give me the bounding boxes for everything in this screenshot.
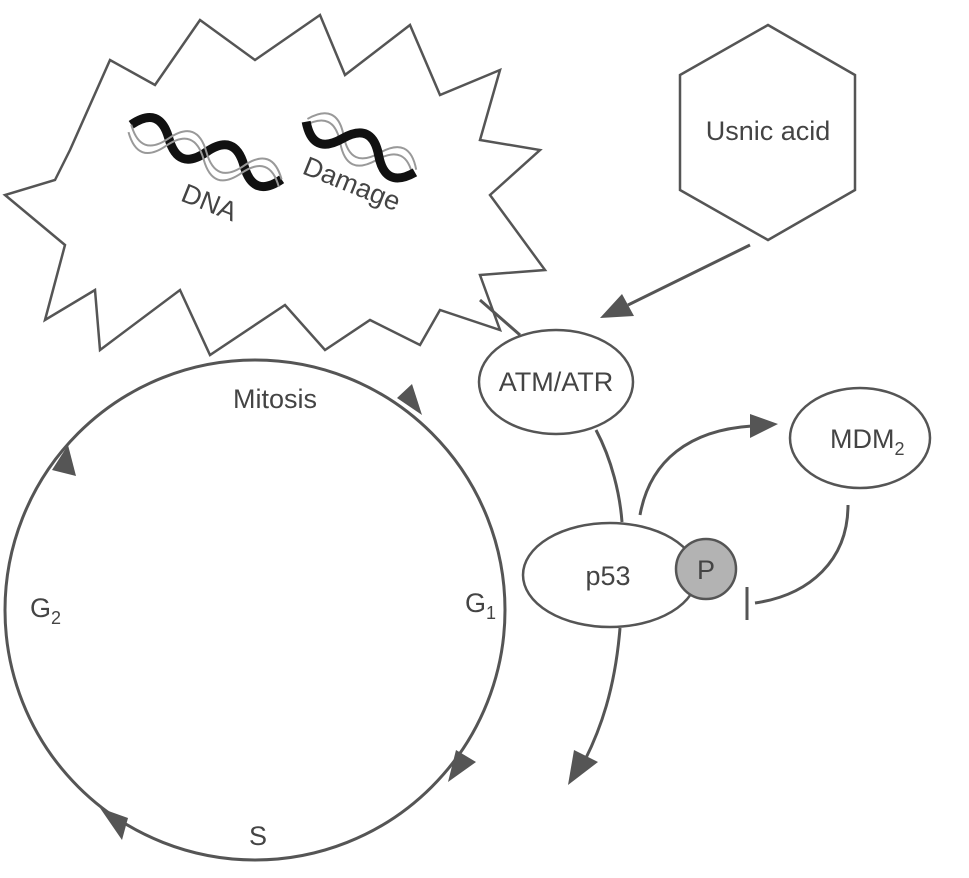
g2-label-main: G <box>30 593 51 623</box>
p53-label: p53 <box>585 561 630 591</box>
g1-label-subscript: 1 <box>486 603 496 623</box>
p53-node: p53 <box>521 521 699 629</box>
p53-output-arrowhead <box>568 750 598 785</box>
phospho-circle <box>674 537 738 601</box>
usnic-arrowhead <box>600 294 634 318</box>
phospho-group: P <box>674 537 738 601</box>
dna-helix-icon <box>127 112 285 192</box>
p53-to-mdm2-arrow <box>638 424 753 516</box>
mitosis-label: Mitosis <box>233 384 317 414</box>
s-arrowhead <box>100 808 128 840</box>
atm-atr-label: ATM/ATR <box>499 367 614 397</box>
burst-to-atm-line <box>479 298 521 337</box>
mdm2-arrowhead <box>750 414 778 438</box>
s-label: S <box>249 821 267 851</box>
phospho-label: P <box>697 555 715 585</box>
mdm2-label-subscript: 2 <box>894 439 904 459</box>
cell-cycle: Mitosis G1 G2 S <box>3 358 507 862</box>
mdm2-label-main: MDM <box>830 424 894 454</box>
mdm2-node: MDM2 <box>788 386 932 490</box>
g1-label: G1 <box>465 588 496 623</box>
cell-cycle-circle <box>3 358 507 862</box>
mdm2-label: MDM2 <box>830 424 905 459</box>
atm-atr-node: ATM/ATR <box>477 328 635 436</box>
g2-arrowhead <box>52 445 76 476</box>
g2-label-subscript: 2 <box>51 608 61 628</box>
usnic-to-atm-arrow <box>627 243 751 307</box>
mdm2-inhibits-p-line <box>754 504 850 605</box>
dna-helix-icon-2 <box>301 112 418 183</box>
atm-to-p53-line <box>594 429 624 523</box>
usnic-acid-node: Usnic acid <box>678 23 857 242</box>
usnic-acid-label: Usnic acid <box>706 116 831 146</box>
g1-label-main: G <box>465 588 486 618</box>
g1-arrowhead <box>448 750 476 782</box>
g2-label: G2 <box>30 593 61 628</box>
p53-output-arrow <box>583 627 622 761</box>
mitosis-arrowhead <box>397 384 422 415</box>
